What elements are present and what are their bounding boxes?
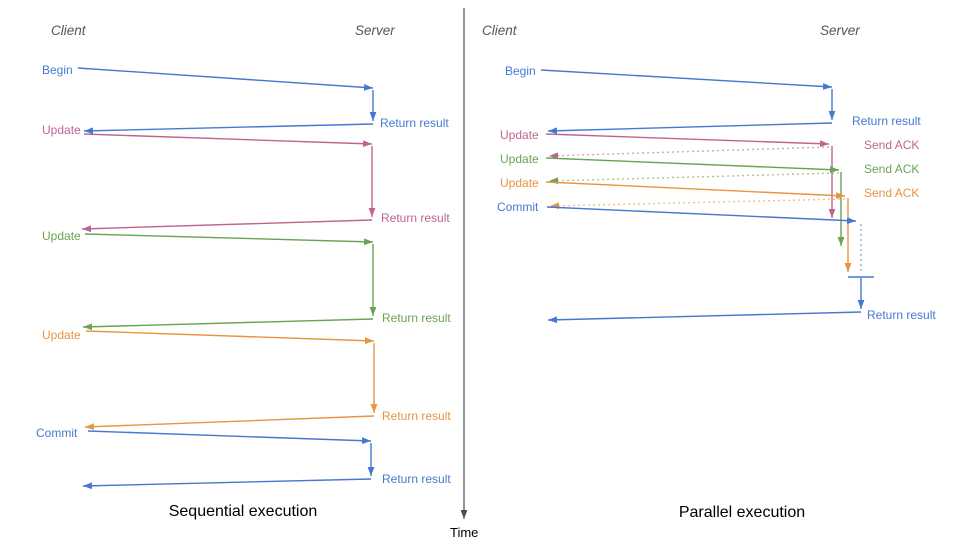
seq-message-begin: Begin Return result [42, 63, 449, 135]
seq-update3-return-line [84, 415, 375, 431]
par-begin-return-line [547, 122, 833, 135]
seq-update1-label: Update [42, 123, 81, 137]
par-update1-ack-line [548, 146, 830, 160]
par-update1-request-line [545, 133, 830, 148]
par-update2-label: Update [500, 152, 539, 166]
seq-update2-return-label: Return result [382, 311, 451, 325]
par-update1-label: Update [500, 128, 539, 142]
par-begin-label: Begin [505, 64, 536, 78]
par-begin-return-label: Return result [852, 114, 921, 128]
par-begin-request-line [540, 69, 833, 90]
par-message-update2: Update Send ACK [500, 152, 919, 246]
parallel-title: Parallel execution [679, 504, 805, 521]
par-update2-ack-label: Send ACK [864, 162, 919, 176]
sequential-panel: Client Server Begin Return result Update… [36, 23, 451, 520]
seq-update3-request-line [85, 330, 375, 345]
seq-update3-label: Update [42, 328, 81, 342]
seq-update1-return-label: Return result [381, 211, 450, 225]
par-update1-ack-label: Send ACK [864, 138, 919, 152]
parallel-panel: Client Server Begin Return result Update… [482, 23, 936, 521]
time-axis: Time [450, 8, 478, 540]
seq-server-header: Server [355, 23, 395, 38]
par-commit-request-line [546, 206, 857, 224]
par-message-update1: Update Send ACK [500, 128, 919, 218]
par-message-update3: Update Send ACK [500, 176, 919, 272]
par-commit-return-line [547, 311, 862, 324]
seq-begin-request-line [77, 67, 374, 91]
seq-commit-label: Commit [36, 426, 78, 440]
par-update3-ack-line [549, 198, 846, 210]
seq-client-header: Client [51, 23, 87, 38]
seq-message-update1: Update Return result [42, 123, 450, 233]
par-server-header: Server [820, 23, 860, 38]
seq-update2-return-line [82, 318, 374, 331]
seq-update2-label: Update [42, 229, 81, 243]
par-update2-ack-line [548, 172, 840, 185]
sequential-title: Sequential execution [169, 503, 318, 520]
seq-message-update3: Update Return result [42, 328, 451, 431]
seq-commit-return-label: Return result [382, 472, 451, 486]
seq-commit-request-line [87, 430, 372, 445]
par-update3-ack-label: Send ACK [864, 186, 919, 200]
seq-begin-return-line [83, 123, 374, 135]
seq-update1-return-line [81, 219, 373, 233]
par-client-header: Client [482, 23, 518, 38]
seq-update2-request-line [84, 233, 374, 246]
seq-begin-label: Begin [42, 63, 73, 77]
seq-message-update2: Update Return result [42, 229, 451, 331]
par-commit-label: Commit [497, 200, 539, 214]
seq-message-commit: Commit Return result [36, 426, 451, 490]
par-update2-request-line [545, 157, 840, 174]
seq-update3-return-label: Return result [382, 409, 451, 423]
par-commit-return-label: Return result [867, 308, 936, 322]
par-message-commit: Commit Return result [497, 200, 936, 324]
par-update3-label: Update [500, 176, 539, 190]
seq-commit-return-line [82, 478, 372, 490]
time-axis-label: Time [450, 525, 478, 540]
seq-update1-request-line [83, 133, 373, 148]
seq-begin-return-label: Return result [380, 116, 449, 130]
par-update3-request-line [545, 181, 846, 199]
par-message-begin: Begin Return result [505, 64, 921, 135]
